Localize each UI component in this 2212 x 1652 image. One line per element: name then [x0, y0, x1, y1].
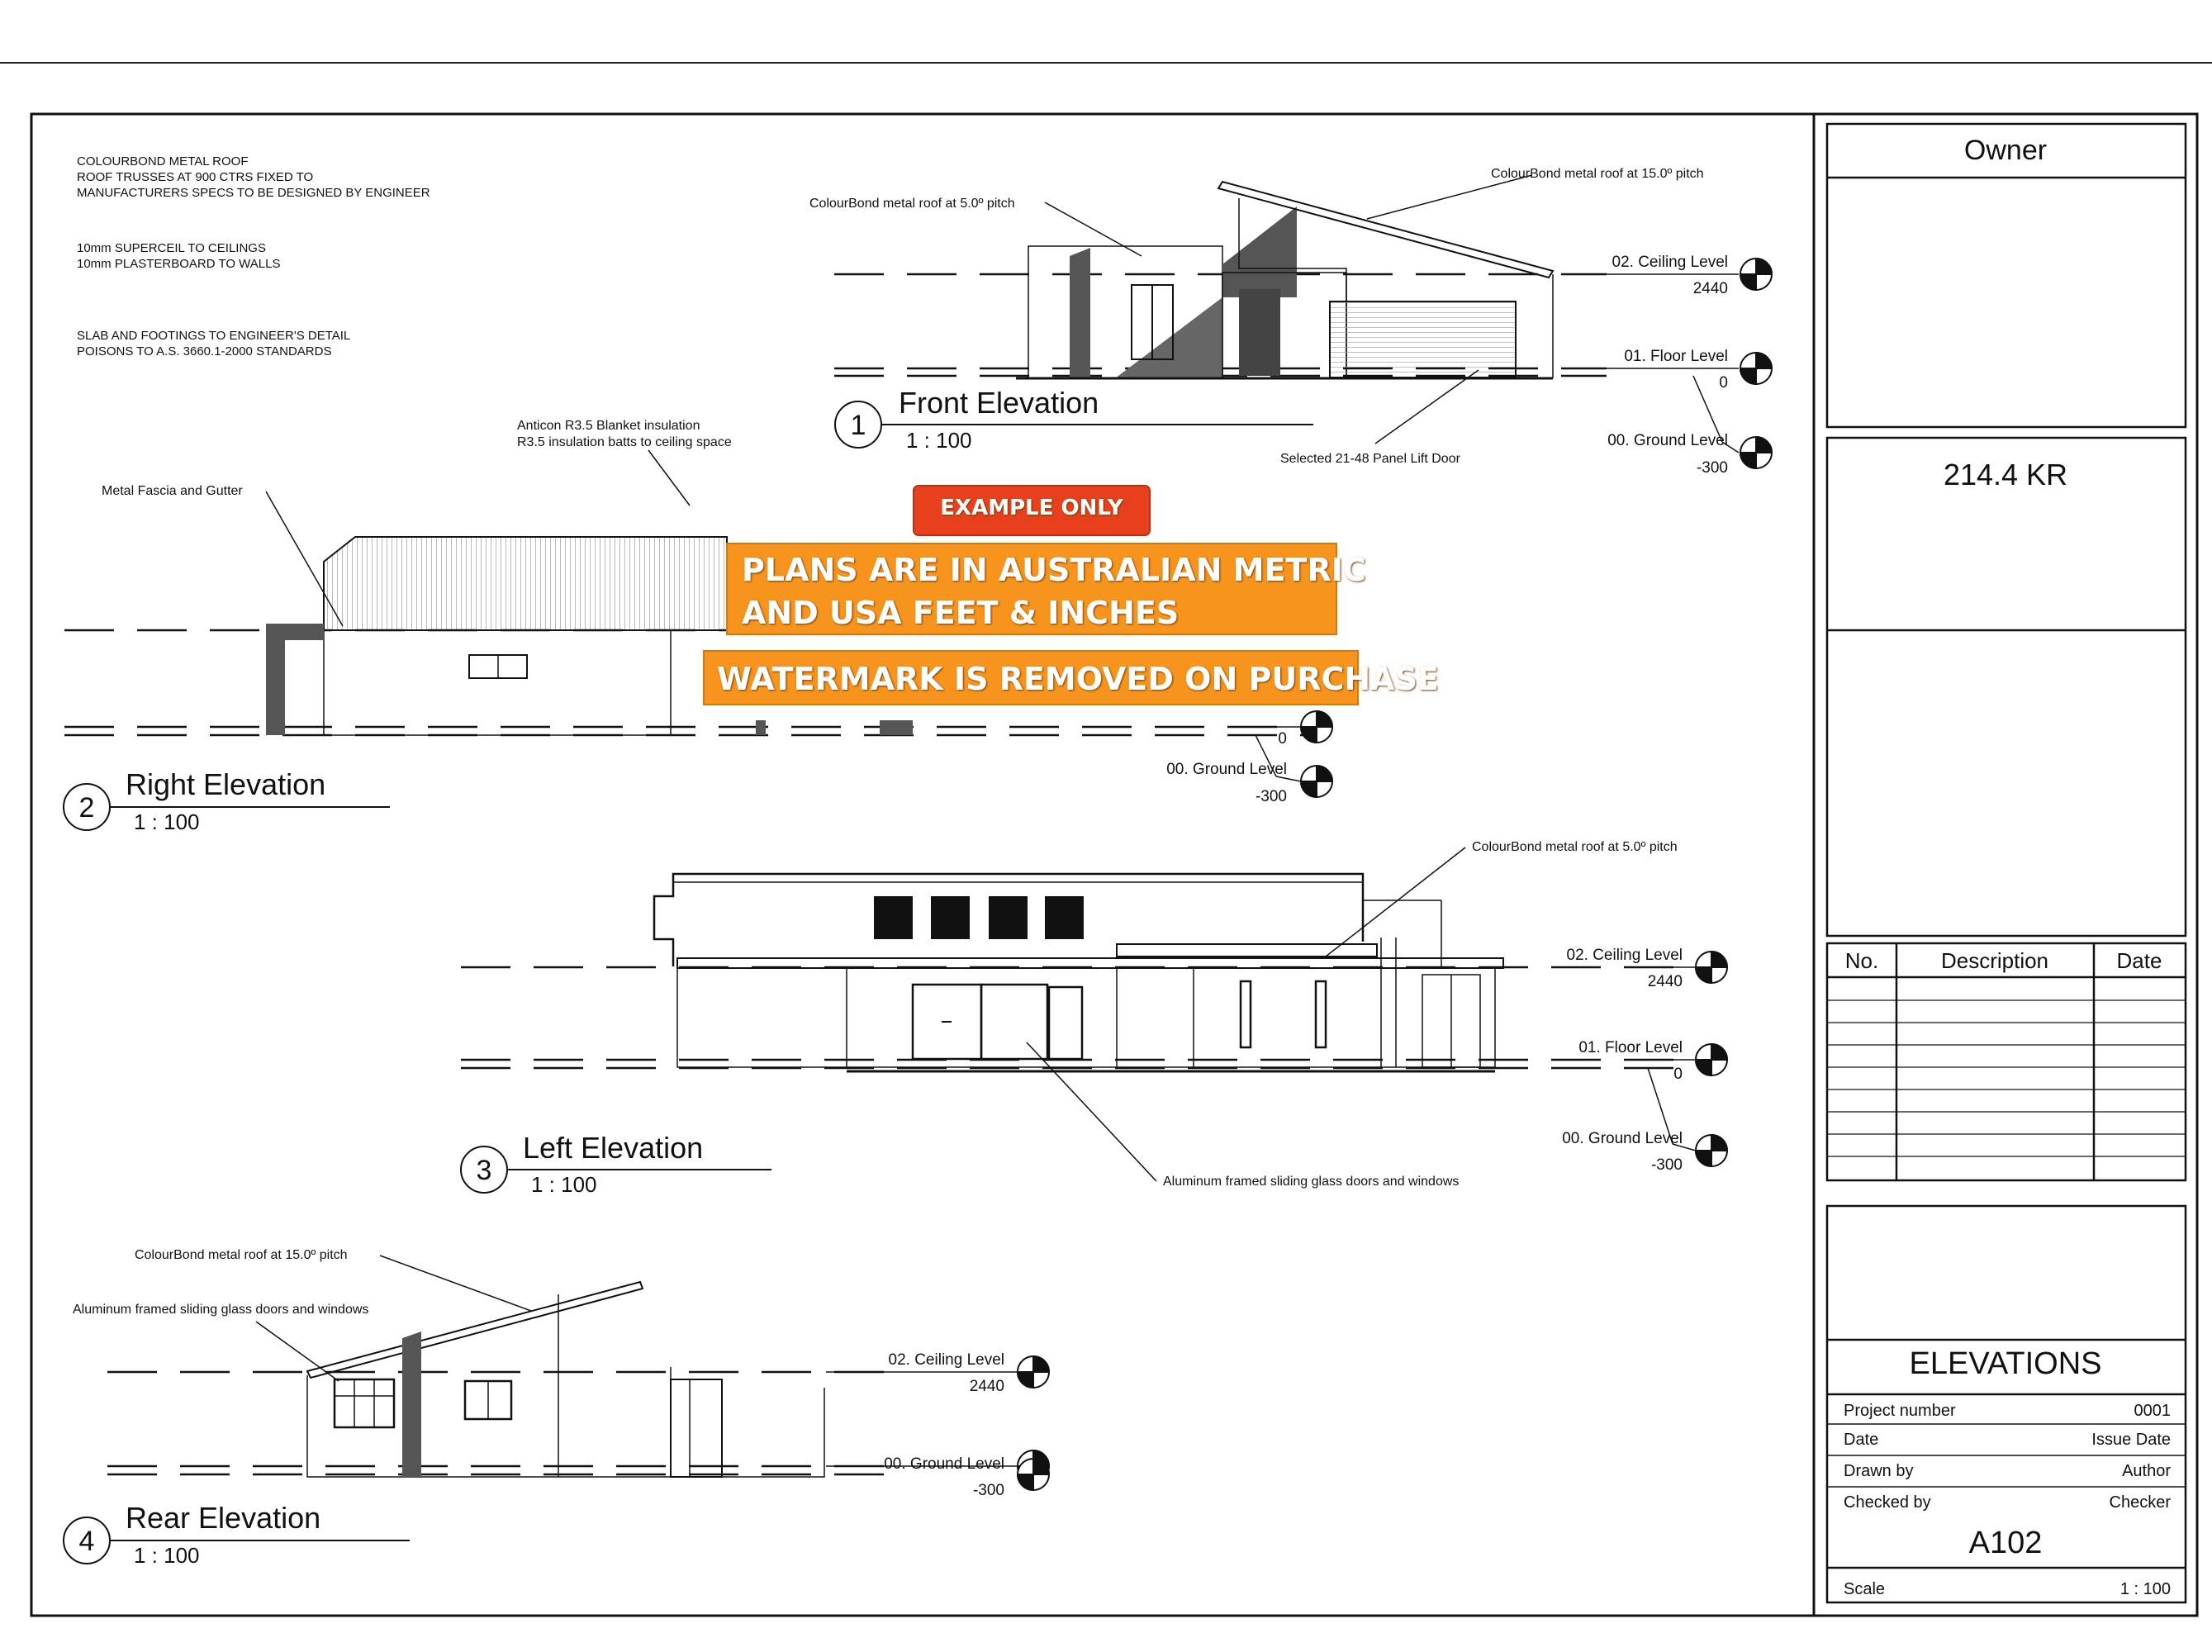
level-value: 2440: [1648, 973, 1683, 990]
owner-box: [1825, 122, 2187, 429]
note-line: 10mm PLASTERBOARD TO WALLS: [77, 257, 280, 271]
view-number: 1: [851, 410, 866, 441]
rear-elevation-tag: 4 Rear Elevation 1 : 100: [63, 1501, 410, 1568]
watermark: [703, 485, 1359, 705]
note-line: MANUFACTURERS SPECS TO BE DESIGNED BY EN…: [77, 186, 430, 200]
field-value: 0001: [2134, 1402, 2172, 1420]
field-label: Project number: [1844, 1402, 1956, 1420]
view-title: Rear Elevation: [126, 1501, 320, 1535]
field-value: Checker: [2110, 1493, 2172, 1512]
view-scale: 1 : 100: [134, 1543, 200, 1568]
sheet-number: A102: [1969, 1526, 2043, 1560]
scale-value: 1 : 100: [2120, 1580, 2171, 1598]
rear-callout-doors: Aluminum framed sliding glass doors and …: [73, 1303, 368, 1317]
rear-elevation-level-markers: [1016, 1355, 1051, 1492]
level-value: -300: [1256, 788, 1287, 805]
revision-header-no: No.: [1845, 948, 1878, 973]
view-number: 2: [79, 792, 95, 824]
note-line: POISONS TO A.S. 3660.1-2000 STANDARDS: [77, 344, 331, 358]
front-elevation-drawing: [834, 180, 1607, 380]
right-callout-insulation: R3.5 insulation batts to ceiling space: [517, 435, 732, 449]
view-number: 4: [79, 1526, 95, 1557]
units-text-line2: AND USA FEET & INCHES: [742, 595, 1180, 631]
note-line: ROOF TRUSSES AT 900 CTRS FIXED TO: [77, 170, 313, 184]
level-name: 00. Ground Level: [884, 1455, 1004, 1473]
view-number: 3: [477, 1155, 492, 1186]
front-elevation-level-markers: [1739, 257, 1773, 470]
level-name: 00. Ground Level: [1562, 1130, 1683, 1147]
right-elevation-annotations: [265, 449, 1302, 782]
owner-label: Owner: [1964, 135, 2047, 166]
level-value: -300: [1697, 459, 1728, 477]
units-text-line1: PLANS ARE IN AUSTRALIAN METRIC: [742, 552, 1366, 588]
right-callout-fascia: Metal Fascia and Gutter: [102, 484, 243, 498]
left-elevation-level-markers: [1694, 950, 1729, 1168]
right-callout-insulation: Anticon R3.5 Blanket insulation: [517, 419, 700, 433]
level-name: 00. Ground Level: [1607, 432, 1728, 449]
note-line: SLAB AND FOOTINGS TO ENGINEER'S DETAIL: [77, 329, 350, 343]
view-title: Left Elevation: [523, 1131, 703, 1165]
project-name: 214.4 KR: [1944, 458, 2067, 491]
view-scale: 1 : 100: [531, 1172, 597, 1197]
left-elevation-tag: 3 Left Elevation 1 : 100: [460, 1131, 771, 1197]
sheet-info-box: [1825, 1204, 2187, 1604]
level-value: 2440: [970, 1378, 1004, 1395]
level-name: 02. Ceiling Level: [1612, 254, 1728, 271]
field-label: Drawn by: [1844, 1462, 1913, 1480]
project-box: [1825, 436, 2187, 938]
note-line: COLOURBOND METAL ROOF: [77, 154, 249, 169]
left-callout-doors: Aluminum framed sliding glass doors and …: [1163, 1175, 1459, 1189]
rear-callout-roof: ColourBond metal roof at 15.0º pitch: [135, 1248, 348, 1262]
level-value: 0: [1719, 374, 1728, 392]
front-elevation-annotations: [1044, 174, 1740, 453]
level-name: 02. Ceiling Level: [1567, 947, 1683, 964]
view-scale: 1 : 100: [134, 809, 200, 834]
level-value: -300: [1651, 1156, 1683, 1174]
sheet-name: ELEVATIONS: [1910, 1346, 2102, 1381]
units-banner: [726, 543, 1337, 635]
field-label: Checked by: [1844, 1493, 1931, 1512]
field-label: Date: [1844, 1431, 1878, 1449]
front-callout-roof-low: ColourBond metal roof at 5.0º pitch: [809, 197, 1015, 211]
rear-elevation-annotations: [255, 1255, 1018, 1467]
watermark-banner: [703, 650, 1359, 705]
level-value: 0: [1673, 1066, 1683, 1083]
general-notes: COLOURBOND METAL ROOF ROOF TRUSSES AT 90…: [77, 154, 430, 358]
sheet-border: [30, 112, 2199, 1617]
left-callout-roof: ColourBond metal roof at 5.0º pitch: [1472, 840, 1678, 854]
view-title: Right Elevation: [126, 767, 325, 801]
revision-table: [1825, 942, 2187, 1182]
level-value: 2440: [1693, 280, 1728, 297]
scale-label: Scale: [1844, 1580, 1885, 1598]
level-name: 00. Ground Level: [1166, 761, 1287, 778]
note-line: 10mm SUPERCEIL TO CEILINGS: [77, 241, 266, 255]
example-only-text: EXAMPLE ONLY: [940, 496, 1123, 520]
view-title: Front Elevation: [899, 386, 1099, 420]
right-elevation-level-markers: [1299, 710, 1334, 799]
revision-header-date: Date: [2117, 948, 2162, 973]
view-scale: 1 : 100: [906, 428, 972, 453]
title-block: [1825, 122, 2187, 1604]
revision-header-description: Description: [1941, 948, 2048, 973]
left-elevation-drawing: [461, 872, 1693, 1073]
front-elevation-tag: 1 Front Elevation 1 : 100: [834, 386, 1313, 453]
field-value: Author: [2122, 1462, 2171, 1480]
watermark-removed-text: WATERMARK IS REMOVED ON PURCHASE: [717, 661, 1439, 697]
example-badge: [913, 485, 1151, 536]
left-elevation-annotations: [1026, 847, 1697, 1182]
rear-elevation-drawing: [107, 1280, 884, 1478]
right-elevation-drawing: [64, 536, 1322, 737]
field-value: Issue Date: [2091, 1431, 2171, 1449]
level-value: -300: [973, 1482, 1004, 1499]
front-callout-door: Selected 21-48 Panel Lift Door: [1280, 452, 1461, 466]
level-value: 0: [1278, 730, 1287, 748]
level-name: 02. Ceiling Level: [889, 1351, 1004, 1369]
front-callout-roof-high: ColourBond metal roof at 15.0º pitch: [1491, 167, 1704, 181]
level-name: 01. Floor Level: [1624, 348, 1728, 365]
level-name: 01. Floor Level: [1578, 1039, 1683, 1056]
right-elevation-tag: 2 Right Elevation 1 : 100: [63, 767, 390, 834]
